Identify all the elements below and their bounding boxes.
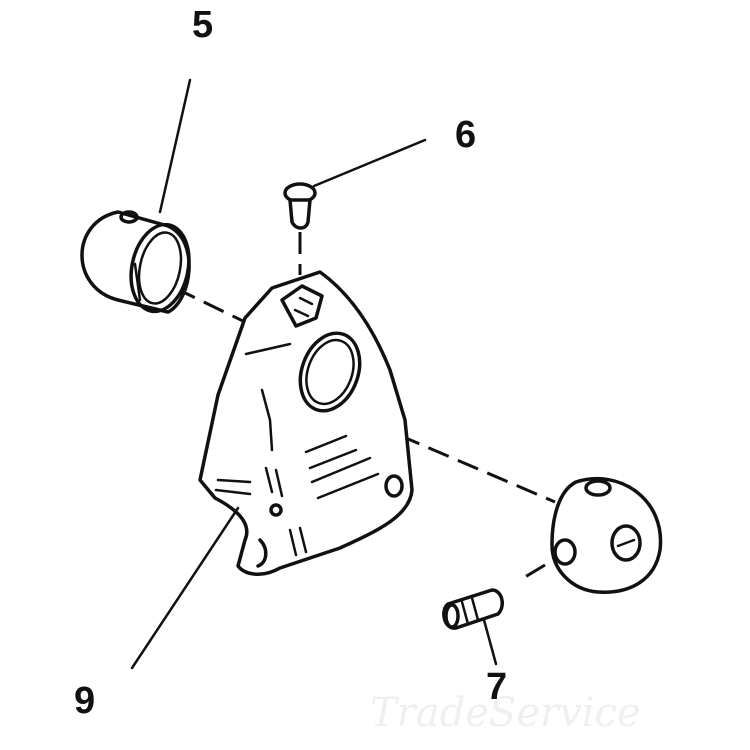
- leader-line-5: [158, 78, 192, 214]
- callout-5-label: 5: [192, 4, 214, 46]
- part-6-pin: [283, 182, 317, 275]
- part-7-set-screw: [442, 588, 504, 630]
- leader-line-7: [482, 618, 498, 666]
- leader-line-6: [312, 138, 427, 188]
- callout-6-label: 6: [455, 114, 477, 156]
- bushing-hole-icon: [119, 210, 139, 224]
- part-5-bushing: [80, 210, 191, 314]
- collar: [519, 476, 663, 594]
- watermark-text: TradeService: [370, 690, 641, 736]
- callout-7-label: 7: [486, 666, 508, 708]
- axis-centerline-left: [174, 286, 246, 324]
- housing-hole-icon: [384, 474, 404, 498]
- callout-9-label: 9: [74, 680, 96, 722]
- part-9-housing: [198, 270, 414, 576]
- collar-bore-icon: [610, 524, 642, 562]
- leader-line-9: [130, 506, 240, 670]
